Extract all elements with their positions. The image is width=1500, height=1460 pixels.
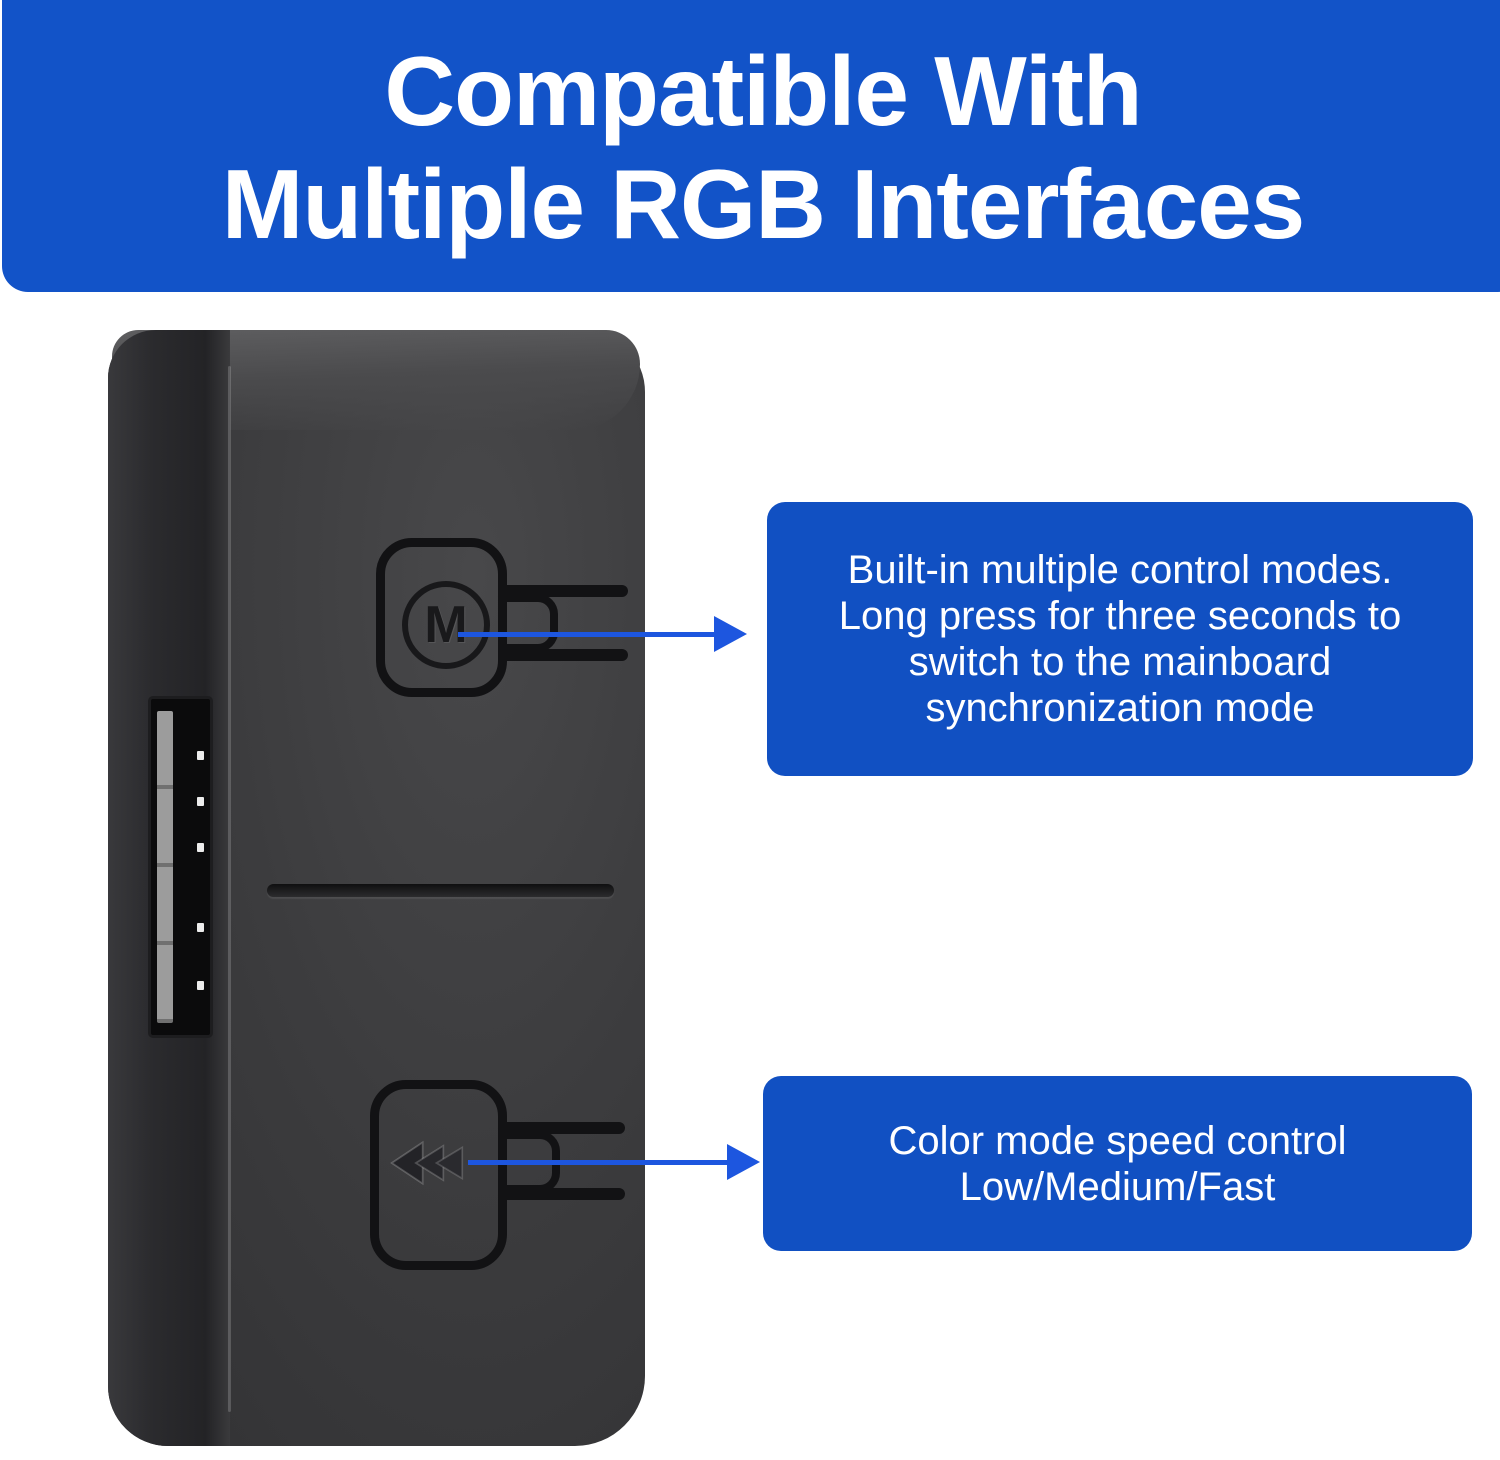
connector-pin bbox=[197, 981, 204, 990]
fast-backward-icon bbox=[390, 1140, 464, 1186]
callout-arrow-speed-head bbox=[727, 1144, 760, 1180]
connector-pin bbox=[197, 751, 204, 760]
mode-button-cutout-tab bbox=[500, 594, 558, 652]
page-title-line-1: Compatible With bbox=[384, 36, 1142, 146]
callout-arrow-mode-line bbox=[458, 632, 718, 637]
callout-mode-line: switch to the mainboard bbox=[908, 640, 1332, 684]
callout-speed-button: Color mode speed control Low/Medium/Fast bbox=[763, 1076, 1472, 1251]
connector-pin bbox=[197, 797, 204, 806]
page-title-line-2: Multiple RGB Interfaces bbox=[221, 149, 1305, 259]
rgb-controller-device: M bbox=[108, 330, 645, 1446]
mode-button-cutout bbox=[376, 538, 507, 697]
argb-header-port-icon bbox=[148, 696, 213, 1038]
callout-speed-line: Color mode speed control bbox=[888, 1118, 1347, 1163]
speed-button-slot bbox=[498, 1188, 625, 1200]
device-middle-groove bbox=[267, 884, 614, 897]
callout-mode-button: Built-in multiple control modes. Long pr… bbox=[767, 502, 1473, 776]
speed-button-slot bbox=[498, 1122, 625, 1134]
device-edge-highlight bbox=[228, 366, 231, 1412]
callout-arrow-mode-head bbox=[714, 616, 747, 652]
header-banner: Compatible With Multiple RGB Interfaces bbox=[2, 0, 1500, 292]
callout-speed-line: Low/Medium/Fast bbox=[959, 1164, 1276, 1209]
mode-button-slot bbox=[498, 649, 628, 661]
callout-mode-line: synchronization mode bbox=[925, 686, 1315, 730]
connector-pin bbox=[197, 923, 204, 932]
connector-metal-strip bbox=[157, 711, 173, 1023]
connector-pin bbox=[197, 843, 204, 852]
mode-button-icon: M bbox=[402, 581, 490, 669]
callout-arrow-speed-line bbox=[468, 1160, 730, 1165]
callout-mode-line: Built-in multiple control modes. bbox=[847, 548, 1393, 592]
mode-button-slot bbox=[498, 585, 628, 597]
callout-mode-line: Long press for three seconds to bbox=[838, 594, 1402, 638]
